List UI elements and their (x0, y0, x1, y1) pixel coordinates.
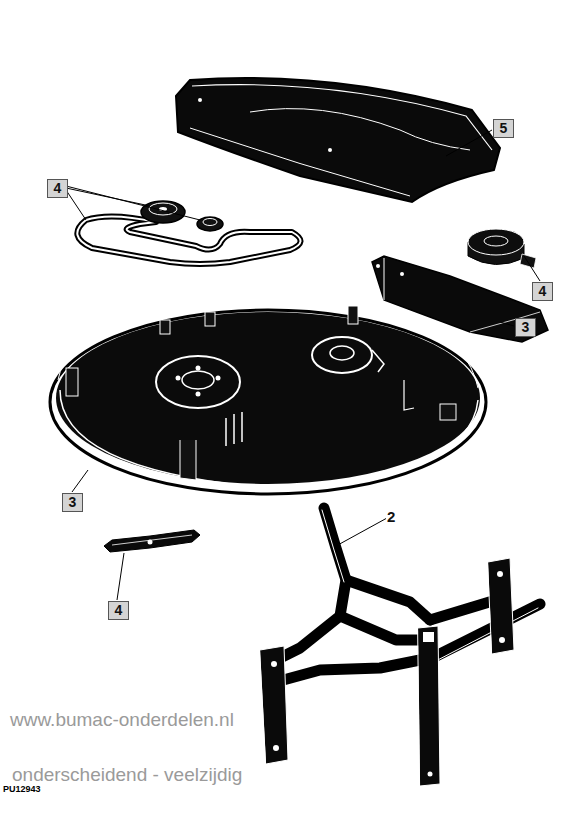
lift-frame (260, 508, 540, 786)
callout-number: 5 (493, 119, 514, 138)
watermark-text: onderscheidend - veelzijdig (10, 764, 244, 786)
drawing-code: PU12943 (3, 784, 41, 795)
callout-number: 3 (62, 493, 83, 512)
callout-number: 2 (386, 508, 396, 525)
belt-cover (176, 78, 500, 202)
mower-blade (104, 530, 200, 552)
watermark-text: www.bumac-onderdelen.nl (8, 709, 236, 731)
callout-number: 4 (532, 282, 553, 301)
callout-number: 4 (47, 179, 68, 198)
spindle-cap (468, 229, 536, 268)
belt-and-pulleys (77, 201, 300, 264)
callout-number: 4 (108, 601, 129, 620)
mower-deck (50, 296, 486, 494)
leader-lines (66, 130, 540, 600)
callout-number: 3 (515, 318, 536, 337)
